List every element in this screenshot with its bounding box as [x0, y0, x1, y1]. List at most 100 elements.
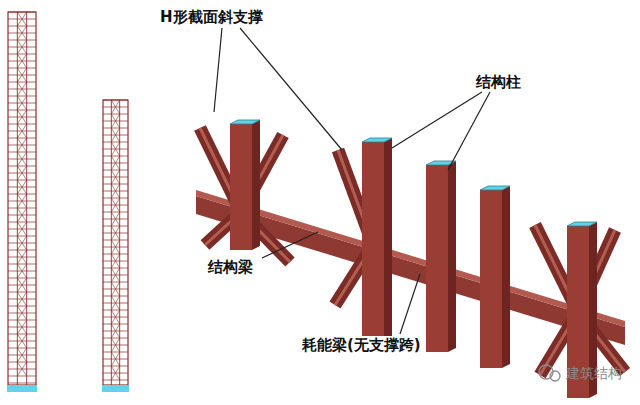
tower-brace	[111, 114, 119, 128]
structural-beam	[196, 196, 625, 345]
tower-floor	[103, 324, 128, 325]
tower-brace	[111, 254, 119, 268]
tower-floor	[103, 142, 128, 143]
tower-floor	[8, 250, 36, 251]
column-top	[567, 222, 597, 226]
tower-floor	[8, 348, 36, 349]
tower-brace	[111, 310, 119, 324]
column-side	[252, 120, 260, 250]
tower-brace	[17, 40, 26, 54]
tower-brace	[111, 352, 119, 366]
structural-columns	[230, 120, 597, 398]
tower-floor	[8, 292, 36, 293]
tower-brace	[111, 128, 119, 142]
tower-brace	[17, 208, 26, 222]
tower-brace	[111, 324, 119, 338]
tower-brace	[17, 110, 26, 124]
tower-floor	[8, 26, 36, 27]
tower-floor	[103, 226, 128, 227]
watermark-icon	[539, 365, 560, 381]
tower-base	[102, 385, 129, 392]
tower-brace	[111, 128, 119, 142]
tower-brace	[17, 40, 26, 54]
tower-brace	[17, 292, 26, 306]
column-side	[384, 138, 392, 340]
tower-brace	[17, 26, 26, 40]
tower-brace	[17, 306, 26, 320]
tower-floor	[103, 240, 128, 241]
tower-brace	[111, 310, 119, 324]
tower-floor	[8, 264, 36, 265]
tower-brace	[111, 184, 119, 198]
tower-brace	[17, 348, 26, 362]
tower-floor	[103, 352, 128, 353]
beam-label: 结构梁	[206, 258, 255, 276]
tower-floor	[103, 170, 128, 171]
tower-floor	[8, 362, 36, 363]
tower-floor	[8, 96, 36, 97]
tower-brace	[17, 236, 26, 250]
tower-brace	[111, 338, 119, 352]
tower-brace	[17, 180, 26, 194]
tower-brace	[17, 194, 26, 208]
column-top	[480, 186, 510, 190]
watermark: 建筑结构	[564, 364, 624, 382]
tower-brace	[17, 166, 26, 180]
tower-brace	[111, 268, 119, 282]
tower-brace	[111, 142, 119, 156]
tower-floor	[103, 268, 128, 269]
tower-outline	[103, 100, 128, 385]
tower-floor	[8, 236, 36, 237]
tower-brace	[111, 114, 119, 128]
tower-brace	[17, 264, 26, 278]
link-beam-label: 耗能梁(无支撑跨)	[300, 336, 423, 354]
tower-floor	[8, 180, 36, 181]
column-front	[426, 165, 448, 352]
tower-brace	[17, 264, 26, 278]
tower-floor	[8, 152, 36, 153]
tower-brace	[17, 180, 26, 194]
tower-brace	[17, 12, 26, 26]
tower-floor	[103, 114, 128, 115]
tower-brace	[17, 82, 26, 96]
tower-brace	[111, 282, 119, 296]
tower-brace	[17, 96, 26, 110]
column-side	[502, 186, 510, 368]
tower-floor	[8, 68, 36, 69]
tower-brace	[17, 208, 26, 222]
column-top	[230, 120, 260, 124]
tower-floor	[8, 82, 36, 83]
tower-brace	[17, 320, 26, 334]
tower-floor	[103, 184, 128, 185]
tower-floor	[8, 383, 36, 384]
tower-brace	[111, 100, 119, 114]
tower-brace	[17, 82, 26, 96]
column-side	[448, 161, 456, 352]
tower-brace	[111, 198, 119, 212]
tower-brace	[111, 296, 119, 310]
tower-floor	[8, 376, 36, 377]
tower-outline	[8, 12, 36, 385]
tower-brace	[17, 26, 26, 40]
tower-brace	[111, 254, 119, 268]
column-front	[480, 190, 502, 368]
tower-brace	[17, 68, 26, 82]
tower-brace	[17, 96, 26, 110]
tower-brace	[17, 222, 26, 236]
beam-top	[196, 190, 625, 327]
tower-brace	[111, 212, 119, 226]
tower-brace	[17, 12, 26, 26]
tower-brace	[111, 198, 119, 212]
tower-brace	[17, 54, 26, 68]
tower-brace	[17, 250, 26, 264]
tower-brace	[111, 366, 119, 380]
tower-floor	[103, 366, 128, 367]
tower-brace	[17, 334, 26, 348]
tower-brace	[17, 124, 26, 138]
tower-brace	[111, 240, 119, 254]
tower-brace	[111, 100, 119, 114]
frame-elevations	[7, 12, 129, 392]
tower-floor	[8, 208, 36, 209]
tower-brace	[17, 166, 26, 180]
tower-brace	[17, 54, 26, 68]
